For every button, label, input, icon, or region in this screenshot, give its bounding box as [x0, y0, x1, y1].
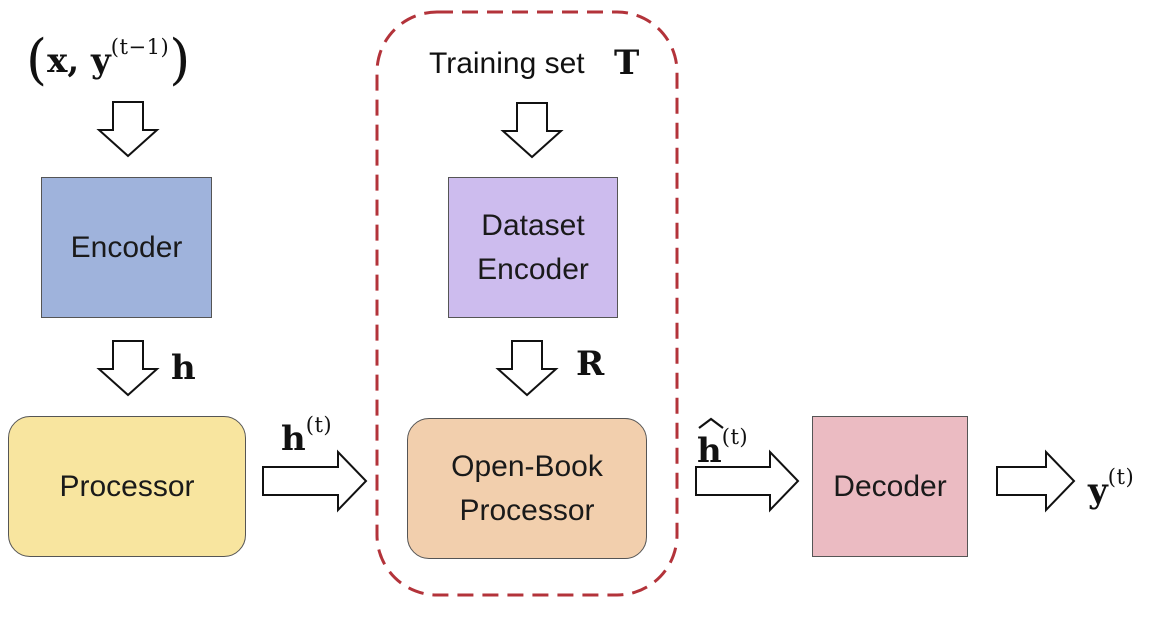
encoder-box: Encoder — [41, 177, 212, 318]
processor-label: Processor — [59, 469, 195, 503]
arrow-down-icon — [96, 101, 160, 158]
decoder-label: Decoder — [833, 469, 947, 503]
arrow-down-icon — [500, 102, 564, 159]
hhat-label: h(t) — [697, 424, 749, 471]
training-set-symbol: T — [614, 43, 640, 83]
input-label: (x, y(t−1)) — [26, 28, 191, 91]
decoder-box: Decoder — [812, 416, 968, 557]
openbook-processor-label-line1: Open-Book — [451, 450, 603, 483]
openbook-processor-box: Open-Book Processor — [407, 418, 647, 559]
openbook-processor-label-line2: Processor — [459, 493, 595, 527]
r-label: R — [576, 344, 605, 384]
dataset-encoder-box: Dataset Encoder — [448, 177, 618, 318]
processor-box: Processor — [8, 416, 246, 557]
h-label: h — [171, 348, 196, 388]
arrow-right-icon — [695, 449, 800, 513]
dataset-encoder-label-line2: Encoder — [477, 252, 589, 286]
arrow-down-icon — [96, 340, 160, 397]
ht-label: h(t) — [281, 412, 333, 459]
arrow-right-icon — [262, 449, 368, 513]
arrow-right-icon — [996, 449, 1076, 513]
retrieval-region-border — [375, 10, 679, 597]
hat-accent — [698, 417, 724, 429]
dataset-encoder-label-line1: Dataset — [481, 209, 585, 242]
arrow-down-icon — [495, 340, 559, 397]
encoder-label: Encoder — [70, 230, 183, 264]
training-set-text: Training set — [429, 47, 585, 80]
output-label: y(t) — [1088, 464, 1135, 511]
